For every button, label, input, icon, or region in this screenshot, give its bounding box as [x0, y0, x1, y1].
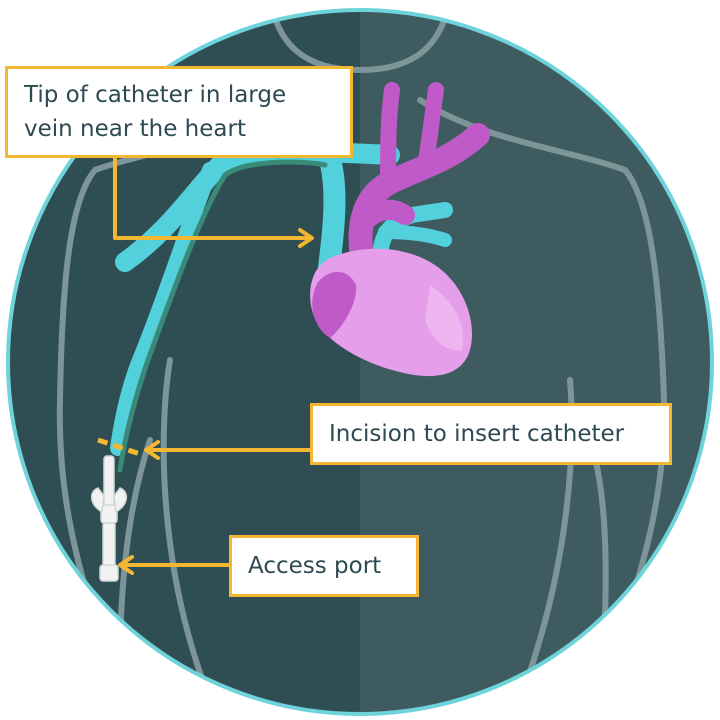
catheter-tip-label-line-2: vein near the heart: [24, 116, 246, 142]
outer-ring: [6, 8, 714, 716]
access-port: [90, 455, 128, 582]
pulmonary-vein-lower: [378, 225, 452, 247]
incision-mark: [97, 437, 141, 457]
catheter-line: [117, 159, 328, 473]
leader-lines: [113, 156, 314, 575]
pulmonary-artery: [350, 199, 415, 235]
access-port-callout: Access port: [229, 535, 419, 597]
arteries: [348, 82, 490, 287]
access-port-label: Access port: [248, 553, 382, 579]
heart-atrium: [312, 271, 357, 338]
tip-arrowhead: [298, 228, 314, 248]
tip-leader: [113, 156, 310, 240]
heart-highlight: [425, 285, 464, 351]
carotid-artery: [417, 82, 444, 173]
incision-callout: Incision to insert catheter: [310, 403, 672, 465]
incision-arrowhead: [144, 440, 160, 460]
catheter-tip-label-line-1: Tip of catheter in large: [24, 82, 287, 108]
incision-label: Incision to insert catheter: [329, 421, 625, 447]
port-arrowhead: [118, 555, 134, 575]
arm-vein: [110, 162, 218, 456]
catheter-tip-callout: Tip of catheter in large vein near the h…: [5, 66, 353, 158]
brachiocephalic-artery: [380, 82, 400, 193]
